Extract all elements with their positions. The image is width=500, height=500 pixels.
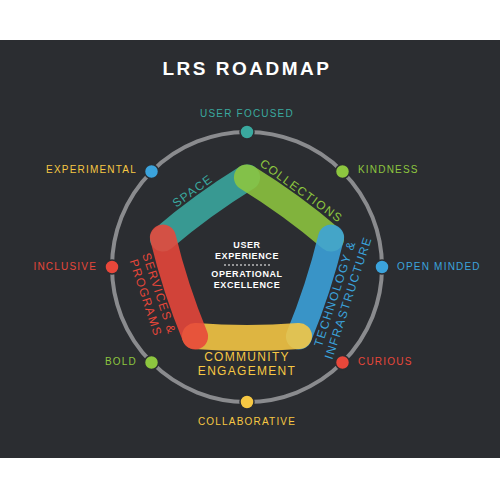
ring-dot [105,260,119,274]
value-label: OPEN MINDED [397,261,481,273]
ring-dot [375,260,389,274]
ring-dot [336,356,350,370]
value-label: COLLABORATIVE [147,416,347,428]
value-label: BOLD [0,356,137,368]
ring-circle [112,132,382,402]
ring-dot [145,165,159,179]
value-label: EXPERIMENTAL [0,164,137,176]
value-label: KINDNESS [358,164,419,176]
value-label: INCLUSIVE [0,261,97,273]
ring-dot [336,165,350,179]
diagram-title: LRS ROADMAP [0,58,494,80]
band-ribbon [195,336,299,338]
center-label: OPERATIONAL EXCELLENCE [202,269,292,291]
value-label: CURIOUS [358,356,413,368]
band-text-box: COMMUNITY ENGAGEMENT [182,350,312,378]
ring-dot [240,395,254,409]
center-label: USER EXPERIENCE [202,240,292,262]
value-label: USER FOCUSED [147,108,347,120]
ring-dot [145,356,159,370]
center-divider [224,265,270,266]
ring-dot [240,125,254,139]
band-label: COMMUNITY ENGAGEMENT [182,350,312,378]
